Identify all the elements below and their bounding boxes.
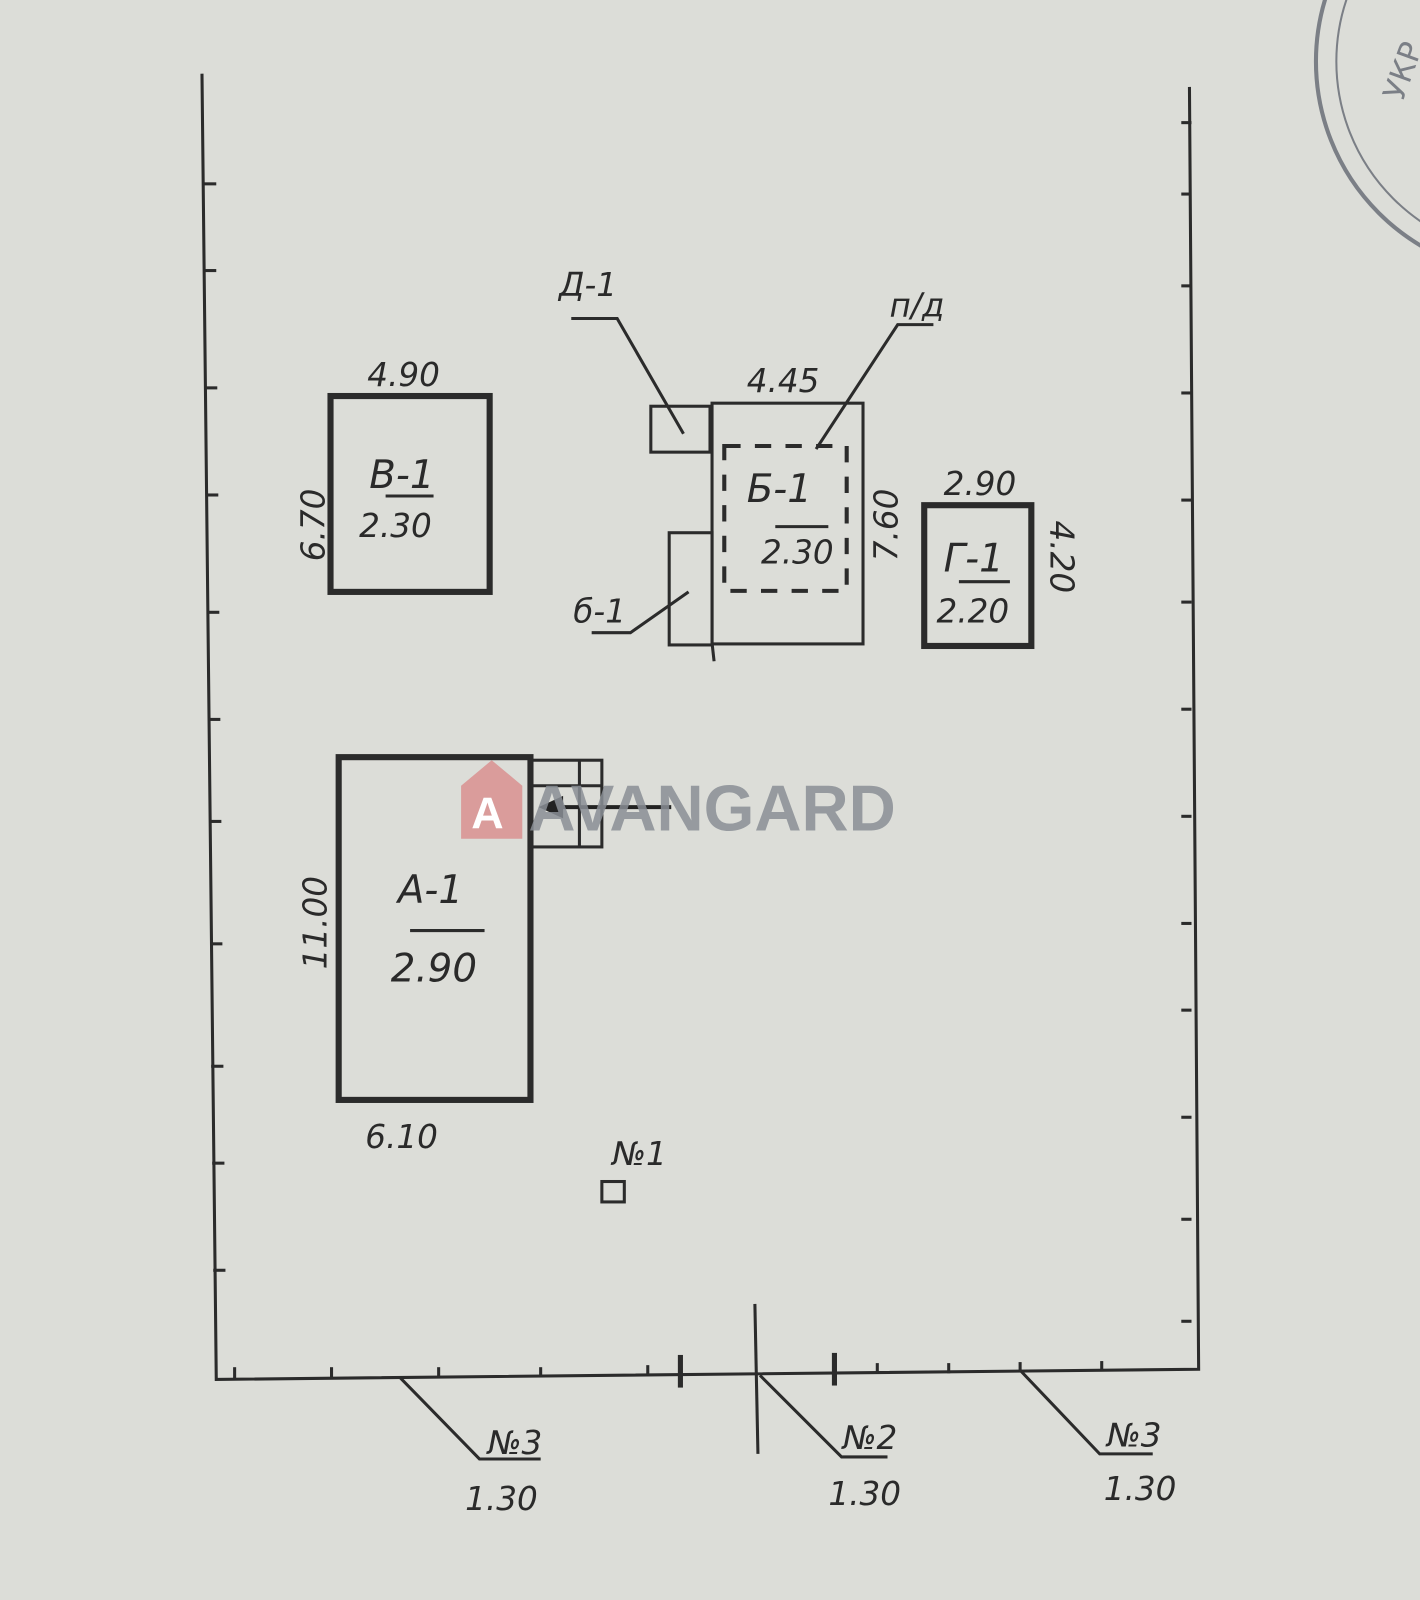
plot-boundary [200,73,1201,1454]
building-height: 2.90 [391,947,477,992]
fence-height: 1.30 [1104,1470,1177,1508]
watermark-text: AVANGARD [528,772,895,845]
fence-number: №2 [841,1419,898,1457]
building-label: В-1 [369,453,434,498]
building-height: 2.20 [936,593,1009,631]
fence-3-right: №3 1.30 [1019,1369,1177,1508]
fence-height: 1.30 [828,1475,901,1513]
fence-height: 1.30 [465,1480,538,1518]
fence-number: №3 [486,1424,543,1462]
fence-2: №2 1.30 [758,1374,901,1513]
stamp: УКР [1313,0,1420,248]
fence-number: №3 [1105,1417,1162,1455]
building-label: Б-1 [747,467,812,512]
width-dimension: 6.10 [365,1118,438,1156]
building-b-1: 4.45 7.60 Б-1 2.30 п/д Д-1 б-1 [557,266,945,662]
building-g-1: 2.90 4.20 Г-1 2.20 [921,465,1081,650]
fence-3-left: №3 1.30 [398,1376,543,1518]
length-dimension: 11.00 [296,876,334,969]
building-a-1: 6.10 11.00 А-1 2.90 [296,754,672,1156]
entrance-arrow-icon [538,795,672,819]
building-d-label: Д-1 [557,266,617,304]
width-dimension: 4.90 [367,356,440,394]
width-dimension: 2.90 [944,465,1017,503]
length-dimension: 6.70 [294,489,332,562]
well: №1 [600,1135,667,1204]
width-dimension: 4.45 [747,362,820,400]
building-v-1: 4.90 6.70 В-1 2.30 [294,356,493,595]
stamp-text: УКР [1377,38,1420,105]
watermark-logo: A AVANGARD [461,760,896,845]
building-label: А-1 [395,868,463,913]
building-b-small-label: б-1 [573,593,626,631]
length-dimension: 7.60 [868,489,906,562]
svg-text:A: A [471,788,503,839]
basement-label: п/д [890,286,945,324]
well-label: №1 [610,1135,667,1173]
building-height: 2.30 [761,533,834,571]
building-height: 2.30 [359,507,432,545]
length-dimension: 4.20 [1043,520,1081,593]
building-label: Г-1 [944,536,1004,581]
